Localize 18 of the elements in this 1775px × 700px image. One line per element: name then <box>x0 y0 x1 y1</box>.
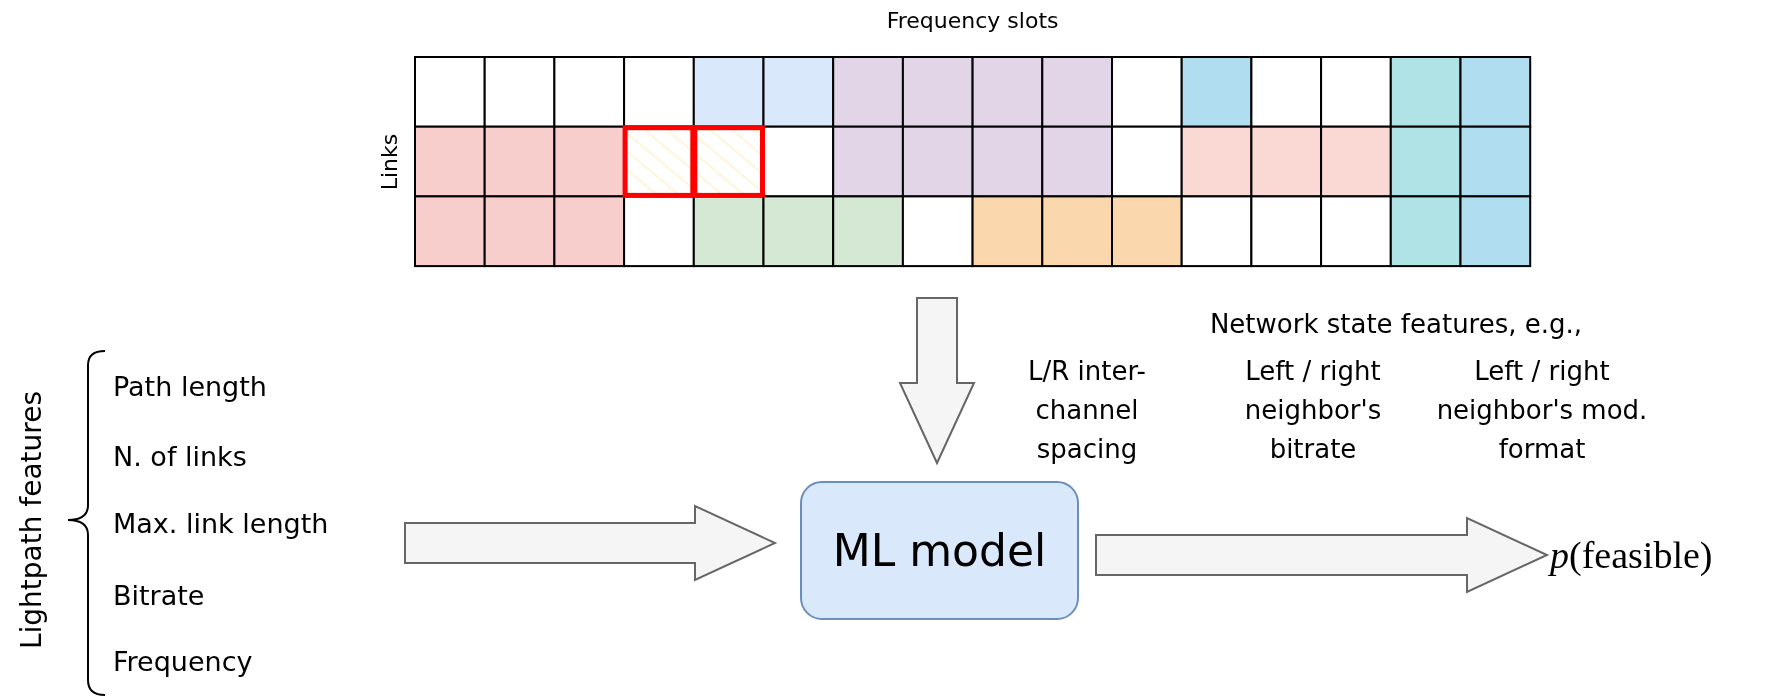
section-heading: Network state features, e.g., <box>1209 308 1583 341</box>
feature-label: N. of links <box>113 441 247 474</box>
group-title: Lightpath features <box>15 390 49 650</box>
feature-label: Path length <box>113 371 267 404</box>
feature-label: Left / right neighbor's mod. format <box>1435 355 1649 466</box>
box-label: ML model <box>832 525 1047 576</box>
axis-title: Links <box>376 133 403 190</box>
feature-label: L/R inter- channel spacing <box>1027 355 1147 466</box>
feature-label: Left / right neighbor's bitrate <box>1243 355 1383 466</box>
block-arrow <box>404 504 778 582</box>
output-label: p(feasible) <box>1550 533 1713 577</box>
feature-label: Max. link length <box>113 508 329 541</box>
block-arrow <box>1095 516 1550 594</box>
axis-title: Frequency slots <box>886 8 1059 35</box>
feature-label: Frequency <box>113 646 253 679</box>
feature-label: Bitrate <box>113 580 205 613</box>
process-box <box>800 481 1079 620</box>
block-arrow <box>898 297 976 466</box>
